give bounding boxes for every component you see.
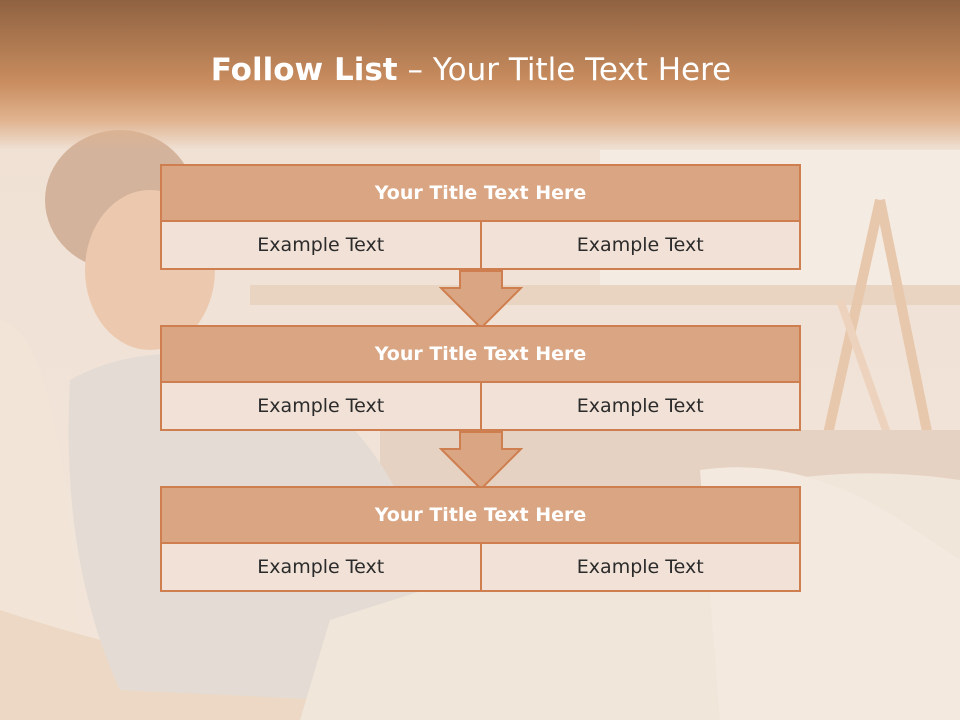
step-title: Your Title Text Here [162, 327, 799, 383]
step-box-2: Your Title Text Here Example Text Exampl… [160, 325, 801, 431]
down-arrow-icon [439, 270, 523, 330]
header-band [0, 0, 960, 150]
step-cell-left: Example Text [162, 222, 480, 268]
step-box-1: Your Title Text Here Example Text Exampl… [160, 164, 801, 270]
step-title: Your Title Text Here [162, 488, 799, 544]
step-row: Example Text Example Text [162, 222, 799, 268]
step-row: Example Text Example Text [162, 544, 799, 590]
step-cell-left: Example Text [162, 383, 480, 429]
step-cell-right: Example Text [479, 383, 799, 429]
step-box-3: Your Title Text Here Example Text Exampl… [160, 486, 801, 592]
step-row: Example Text Example Text [162, 383, 799, 429]
step-cell-right: Example Text [479, 544, 799, 590]
step-cell-right: Example Text [479, 222, 799, 268]
step-title: Your Title Text Here [162, 166, 799, 222]
slide-title-rest: – Your Title Text Here [397, 52, 732, 88]
step-cell-left: Example Text [162, 544, 480, 590]
down-arrow-icon [439, 431, 523, 491]
slide-title-bold: Follow List [210, 52, 398, 88]
slide-title: Follow List – Your Title Text Here [0, 52, 942, 88]
